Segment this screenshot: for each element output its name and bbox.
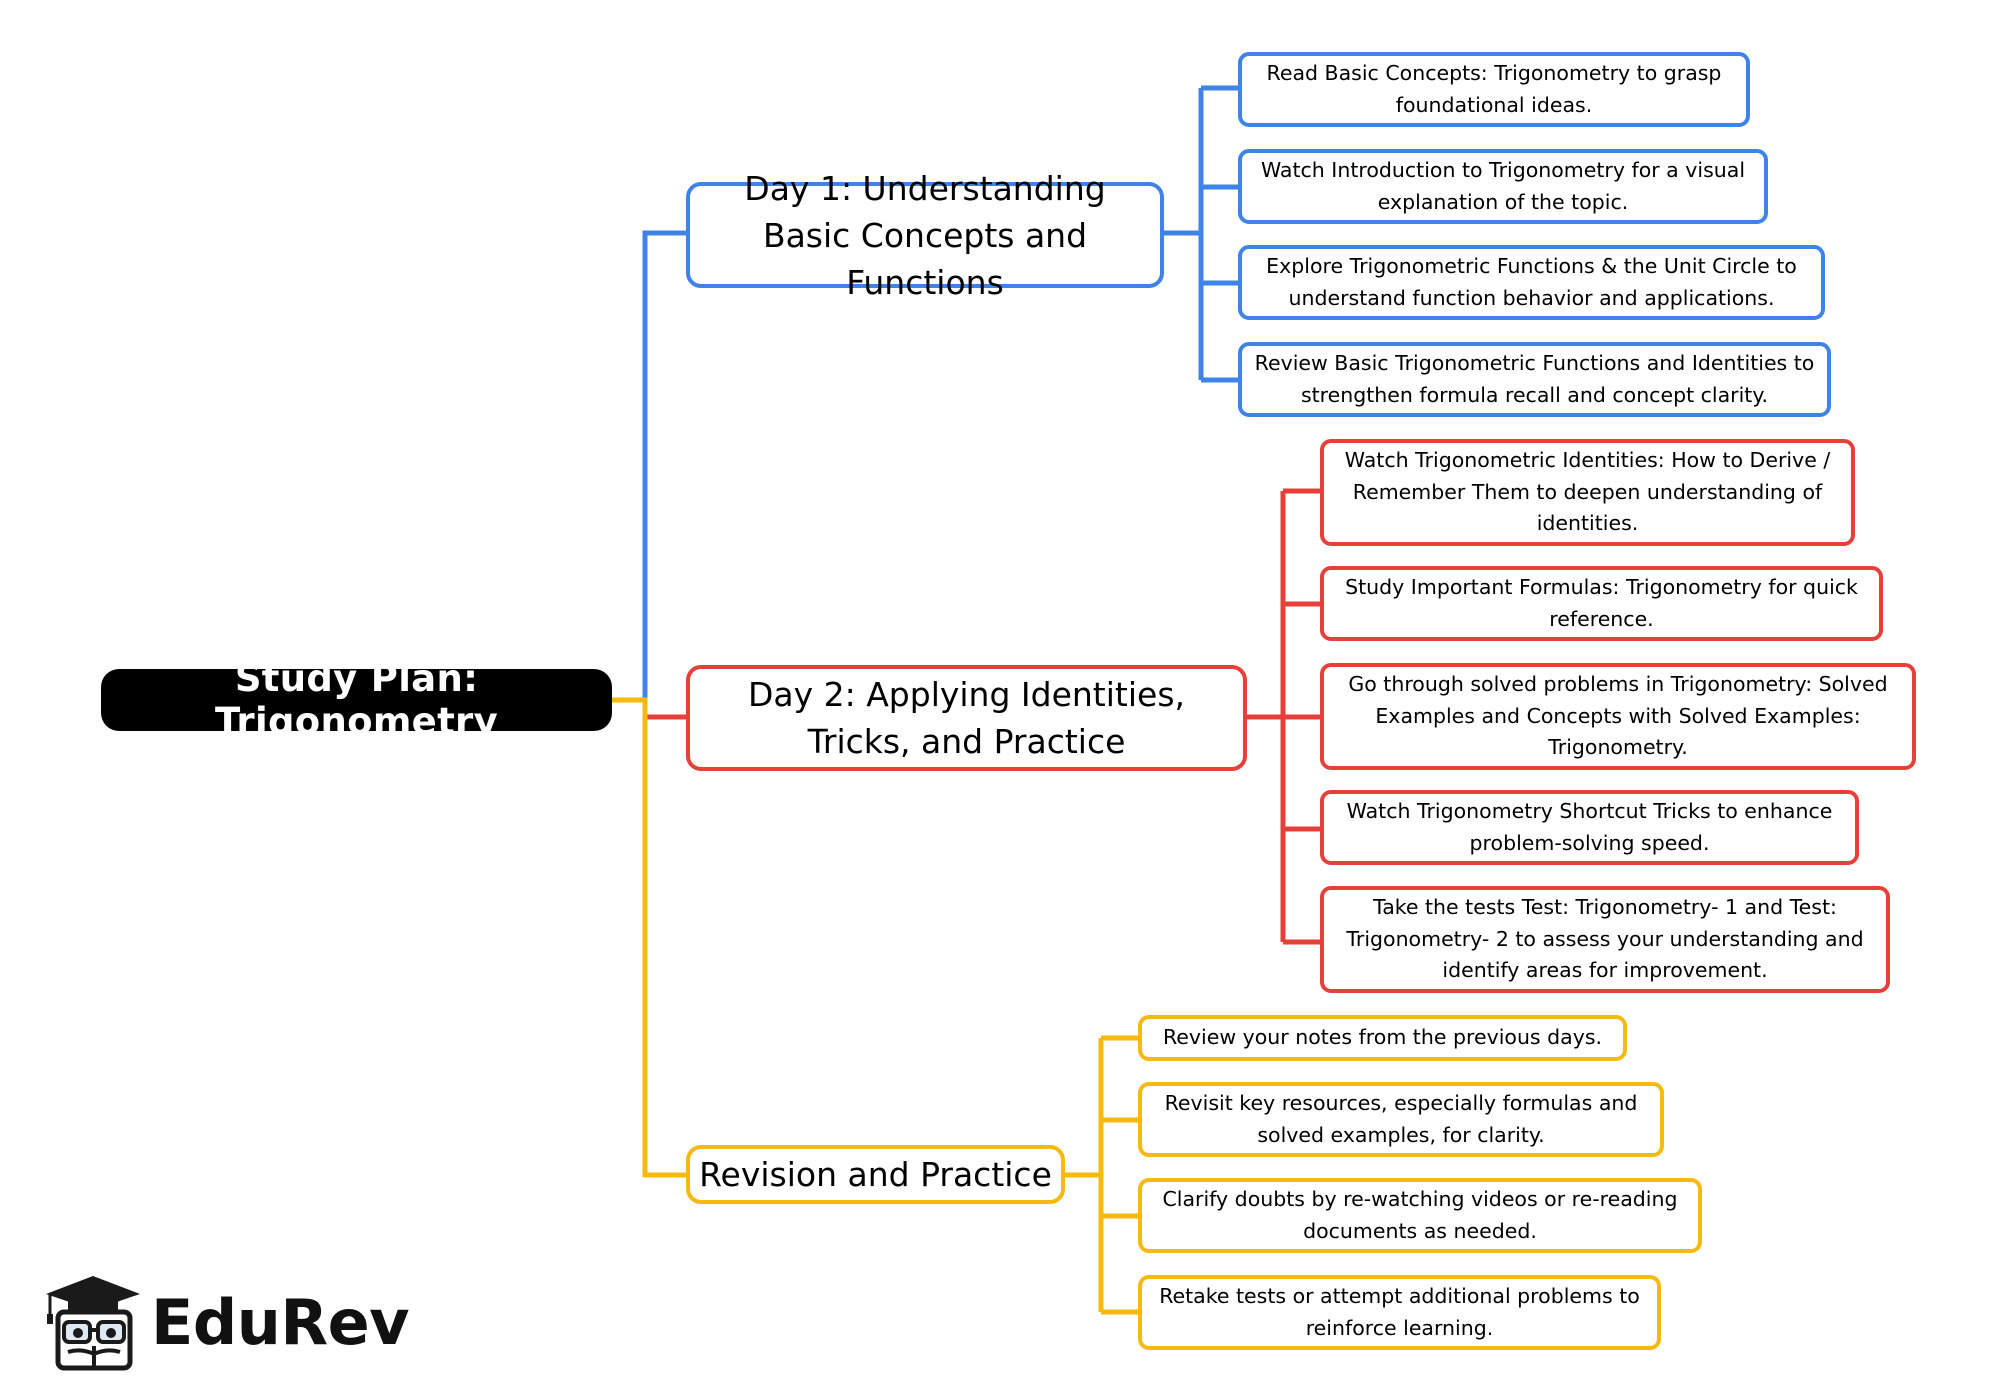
branch-revision-label: Revision and Practice xyxy=(699,1155,1052,1194)
day2-item-3-text: Go through solved problems in Trigonomet… xyxy=(1348,672,1888,760)
day2-item-1: Watch Trigonometric Identities: How to D… xyxy=(1320,439,1855,546)
day2-item-4: Watch Trigonometry Shortcut Tricks to en… xyxy=(1320,790,1859,865)
root-to-day1-connector xyxy=(642,230,686,700)
day1-item-2-text: Watch Introduction to Trigonometry for a… xyxy=(1260,158,1746,214)
revision-item-3: Clarify doubts by re-watching videos or … xyxy=(1138,1178,1702,1253)
revision-item-1: Review your notes from the previous days… xyxy=(1138,1015,1627,1061)
day2-item-1-text: Watch Trigonometric Identities: How to D… xyxy=(1344,448,1831,536)
branch-day2: Day 2: Applying Identities, Tricks, and … xyxy=(686,665,1247,771)
branch-revision: Revision and Practice xyxy=(686,1145,1065,1204)
day1-item-4: Review Basic Trigonometric Functions and… xyxy=(1238,342,1831,417)
day2-item-4-text: Watch Trigonometry Shortcut Tricks to en… xyxy=(1346,799,1833,855)
day2-item-3: Go through solved problems in Trigonomet… xyxy=(1320,663,1916,770)
revision-item-2: Revisit key resources, especially formul… xyxy=(1138,1082,1664,1157)
root-label: Study Plan: Trigonometry xyxy=(214,657,499,743)
day1-item-1: Read Basic Concepts: Trigonometry to gra… xyxy=(1238,52,1750,127)
day1-item-2: Watch Introduction to Trigonometry for a… xyxy=(1238,149,1768,224)
revision-item-3-text: Clarify doubts by re-watching videos or … xyxy=(1162,1187,1678,1243)
day1-item-3: Explore Trigonometric Functions & the Un… xyxy=(1238,245,1825,320)
day1-item-3-text: Explore Trigonometric Functions & the Un… xyxy=(1266,254,1797,310)
branch-day1: Day 1: Understanding Basic Concepts and … xyxy=(686,169,1164,302)
revision-item-2-text: Revisit key resources, especially formul… xyxy=(1164,1091,1638,1147)
root-to-revision-connector xyxy=(612,697,686,1178)
day2-item-2: Study Important Formulas: Trigonometry f… xyxy=(1320,566,1883,641)
branch-day2-label: Day 2: Applying Identities, Tricks, and … xyxy=(747,675,1186,761)
revision-item-1-text: Review your notes from the previous days… xyxy=(1162,1025,1603,1050)
day2-children-connector xyxy=(1247,488,1320,945)
day1-children-connector xyxy=(1164,85,1238,383)
branch-day1-label: Day 1: Understanding Basic Concepts and … xyxy=(744,168,1106,302)
day2-item-5: Take the tests Test: Trigonometry- 1 and… xyxy=(1320,886,1890,993)
day1-item-4-text: Review Basic Trigonometric Functions and… xyxy=(1254,351,1815,407)
day2-item-2-text: Study Important Formulas: Trigonometry f… xyxy=(1345,575,1858,631)
root-node: Study Plan: Trigonometry xyxy=(101,657,612,743)
revision-children-connector xyxy=(1065,1035,1138,1315)
revision-item-4: Retake tests or attempt additional probl… xyxy=(1138,1275,1661,1350)
revision-item-4-text: Retake tests or attempt additional probl… xyxy=(1159,1284,1640,1340)
day2-item-5-text: Take the tests Test: Trigonometry- 1 and… xyxy=(1346,895,1864,983)
edurev-logo-text: EduRev xyxy=(151,1286,410,1359)
graduation-cap-mascot-icon xyxy=(46,1276,140,1371)
day1-item-1-text: Read Basic Concepts: Trigonometry to gra… xyxy=(1266,61,1722,117)
